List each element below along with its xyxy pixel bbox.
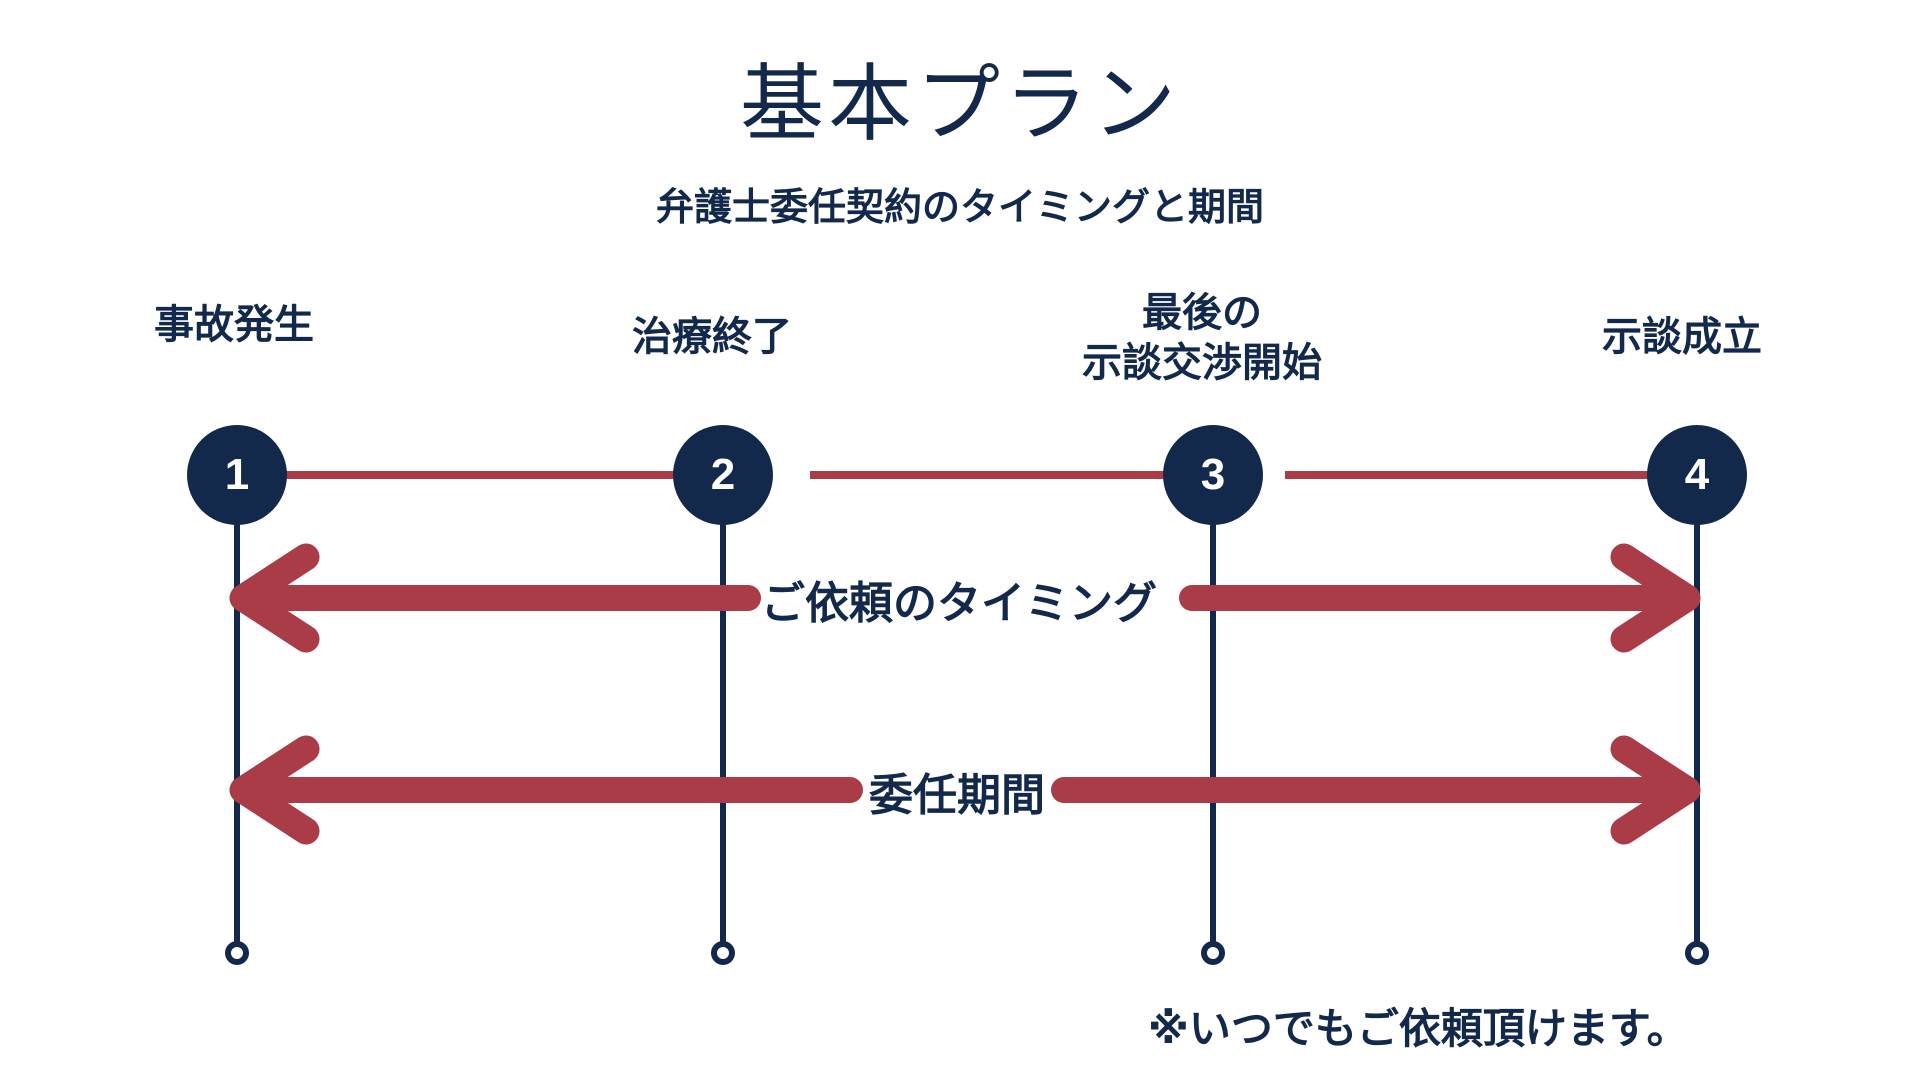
timeline-end-ring bbox=[711, 941, 735, 965]
timeline-end-ring bbox=[225, 941, 249, 965]
footnote: ※いつでもご依頼頂けます。 bbox=[1148, 1005, 1689, 1052]
milestone-number: 3 bbox=[1200, 450, 1226, 499]
delegation-period-arrow bbox=[229, 735, 1701, 845]
milestone-node-1: 1 bbox=[187, 425, 287, 525]
milestone-drop-line bbox=[234, 520, 240, 944]
milestone-label-treatment-end: 治療終了 bbox=[632, 315, 792, 359]
delegation-period-label: 委任期間 bbox=[869, 771, 1045, 820]
page-title: 基本プラン bbox=[739, 57, 1180, 151]
milestone-drop-line bbox=[1694, 520, 1700, 944]
milestone-number: 1 bbox=[224, 450, 250, 499]
milestone-label-final-negotiation: 最後の 示談交渉開始 bbox=[1082, 291, 1322, 385]
milestone-label-accident: 事故発生 bbox=[154, 303, 314, 347]
milestone-label-settlement: 示談成立 bbox=[1602, 315, 1762, 359]
arrowhead-right-icon bbox=[1610, 543, 1701, 653]
milestone-node-4: 4 bbox=[1647, 425, 1747, 525]
milestone-number: 4 bbox=[1684, 450, 1710, 499]
timeline-end-ring bbox=[1201, 941, 1225, 965]
timeline-connector-segment bbox=[237, 471, 723, 479]
milestone-node-2: 2 bbox=[673, 425, 773, 525]
milestone-drop-line bbox=[1210, 520, 1216, 944]
milestone-node-3: 3 bbox=[1163, 425, 1263, 525]
page-subtitle: 弁護士委任契約のタイミングと期間 bbox=[655, 187, 1264, 229]
timeline-end-ring bbox=[1685, 941, 1709, 965]
arrowhead-right-icon bbox=[1610, 735, 1701, 845]
milestone-number: 2 bbox=[710, 450, 736, 499]
timeline-connector-segment bbox=[1285, 471, 1697, 479]
request-timing-label: ご依頼のタイミング bbox=[761, 579, 1157, 628]
timeline-connector-segment bbox=[810, 471, 1213, 479]
request-timing-arrow bbox=[229, 543, 1701, 653]
milestone-drop-line bbox=[720, 520, 726, 944]
